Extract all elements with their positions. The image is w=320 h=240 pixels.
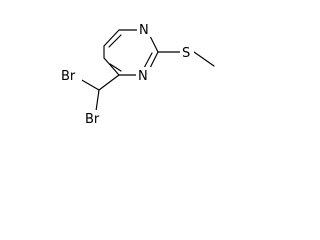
double-bond-inner-bottom xyxy=(109,63,122,72)
n-bottom-bg xyxy=(136,67,151,83)
bond-chbr2-br-left xyxy=(79,78,100,91)
nitrogen-top-label: N xyxy=(139,23,149,38)
double-bond-inner-top xyxy=(108,34,122,48)
bond-c4-c5 xyxy=(103,57,120,76)
n-top-bg xyxy=(137,21,152,37)
bond-chbr2-br-bottom xyxy=(95,89,100,112)
sulfur-bg xyxy=(180,43,194,59)
chemical-structure: N N S Br Br xyxy=(60,21,215,127)
bond-n1-c2 xyxy=(149,35,159,53)
sulfur-label: S xyxy=(182,46,190,61)
nitrogen-bottom-label: N xyxy=(138,69,148,84)
bond-c4-chbr2 xyxy=(98,74,120,91)
double-bond-inner-right xyxy=(143,52,153,69)
bond-s-methyl xyxy=(193,51,215,67)
bond-c5-c6 xyxy=(103,29,120,47)
br-left-bg xyxy=(60,67,82,83)
br-bottom-bg xyxy=(84,110,106,126)
bromine-left-label: Br xyxy=(61,69,76,84)
bromine-bottom-label: Br xyxy=(85,112,100,127)
structure-canvas: N N S Br Br xyxy=(0,0,225,131)
